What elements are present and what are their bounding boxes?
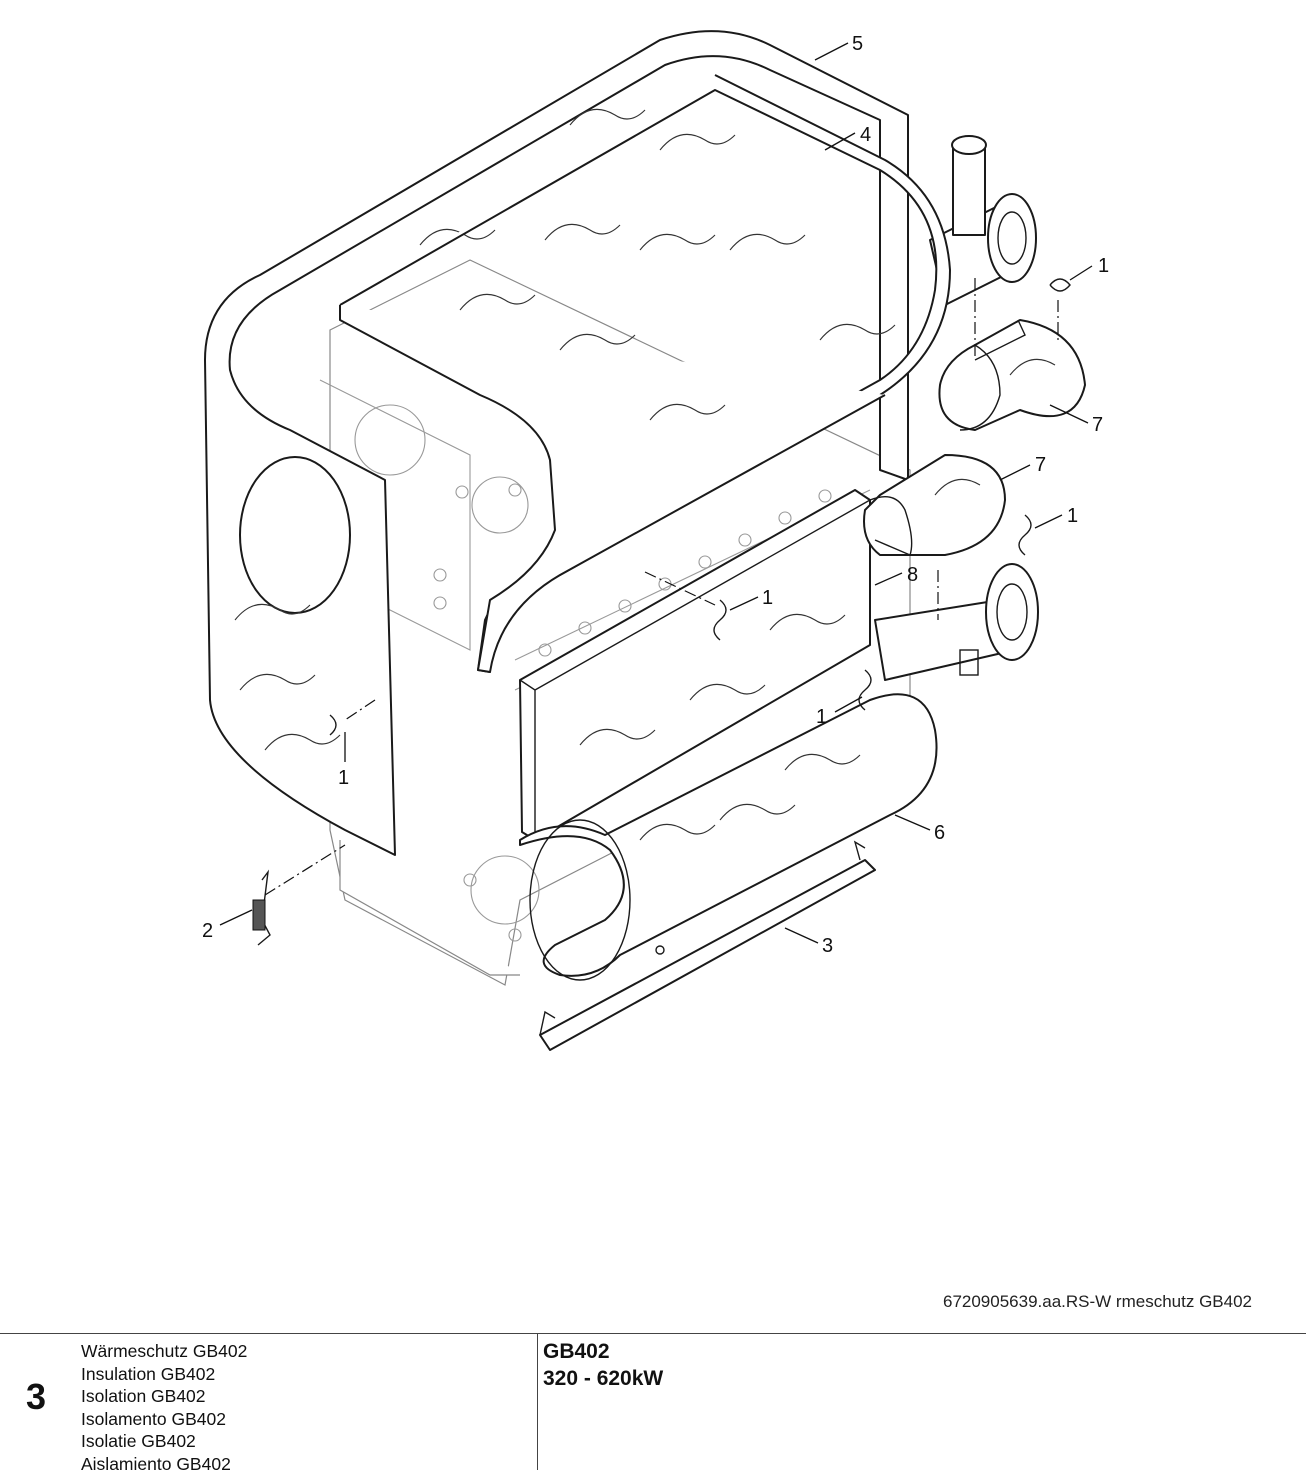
insulation-panel-4: [339, 74, 951, 673]
callout-7-lower: 7: [1035, 454, 1046, 476]
assembly-lines: [264, 278, 1059, 896]
model-name: GB402: [543, 1340, 610, 1363]
callout-3: 3: [822, 935, 833, 957]
insulation-panel-6: [519, 693, 938, 981]
title-it: Isolamento GB402: [81, 1408, 226, 1429]
callout-1-center: 1: [762, 587, 773, 609]
callout-1-lower-center: 1: [816, 706, 827, 728]
callout-1-left: 1: [338, 767, 349, 789]
callout-1-right: 1: [1067, 505, 1078, 527]
pipe-connections: [874, 135, 1039, 681]
callout-labels: 5 4 1 7 7 1 8 1 1 1 6 2 3: [202, 33, 1109, 957]
title-de: Wärmeschutz GB402: [81, 1341, 248, 1361]
mounting-rail-3: [539, 840, 876, 1051]
callout-4: 4: [860, 124, 871, 146]
callout-6: 6: [934, 822, 945, 844]
title-es: Aislamiento GB402: [81, 1453, 231, 1474]
drawing-reference-id: 6720905639.aa.RS-W rmeschutz GB402: [942, 1292, 1252, 1311]
insulation-panel-8: [519, 489, 871, 841]
power-range: 320 - 620kW: [543, 1367, 664, 1390]
callout-8: 8: [907, 564, 918, 586]
callout-7-upper: 7: [1092, 414, 1103, 436]
page-number: 3: [26, 1376, 47, 1417]
callout-2: 2: [202, 920, 213, 942]
model-info: GB402 320 - 620kW: [543, 1338, 663, 1392]
title-en: Insulation GB402: [81, 1363, 216, 1384]
clip-hooks: [329, 278, 1071, 736]
bolt-row: [433, 483, 832, 942]
tension-spring-2: [252, 869, 271, 946]
title-list: Wärmeschutz GB402 Insulation GB402 Isola…: [81, 1340, 247, 1476]
pipe-shell-7-lower: [863, 454, 1006, 556]
callout-5: 5: [852, 33, 863, 55]
title-nl: Isolatie GB402: [81, 1431, 196, 1452]
insulation-panel-5: [204, 30, 909, 856]
title-block-divider: [537, 1334, 538, 1470]
title-fr: Isolation GB402: [81, 1386, 206, 1407]
title-block: 3 Wärmeschutz GB402 Insulation GB402 Iso…: [0, 1333, 1306, 1474]
pipe-shell-7-upper: [938, 319, 1086, 431]
exploded-view-diagram: 5 4 1 7 7 1 8 1 1 1 6 2 3: [202, 30, 1109, 1051]
leader-lines: [219, 42, 1093, 944]
callout-1-upper-right: 1: [1098, 255, 1109, 277]
